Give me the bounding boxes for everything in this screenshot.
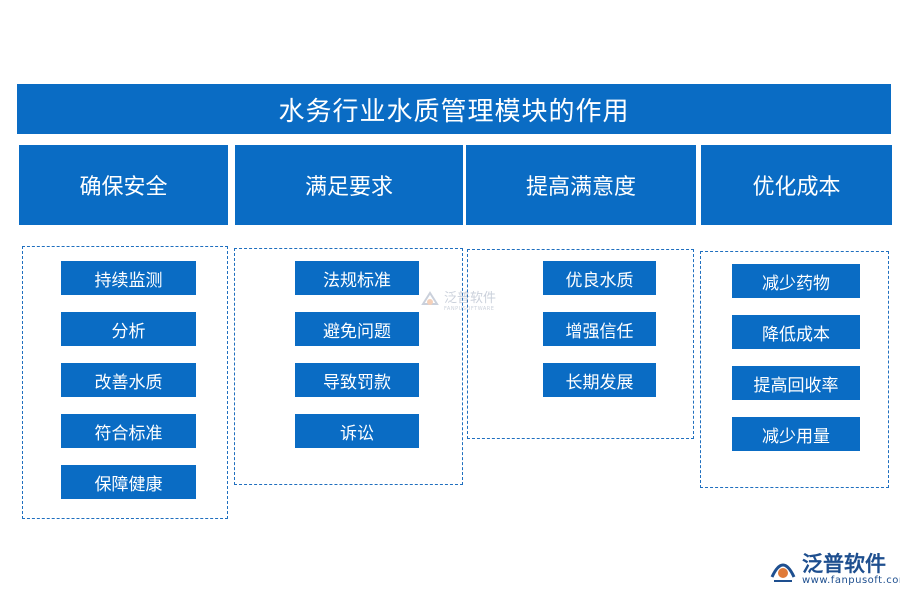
brand-logo-icon	[770, 563, 796, 582]
item-2-1: 法规标准	[295, 261, 419, 295]
item-1-4: 符合标准	[61, 414, 196, 448]
item-1-3: 改善水质	[61, 363, 196, 397]
watermark-sub: FANPUSOFTWARE	[444, 306, 495, 312]
item-4-3: 提高回收率	[732, 366, 860, 400]
watermark-brand: 泛普软件	[444, 291, 497, 306]
group-4	[700, 251, 889, 488]
item-3-2: 增强信任	[543, 312, 656, 346]
group-1	[22, 246, 228, 519]
item-2-2: 避免问题	[295, 312, 419, 346]
group-3	[467, 249, 694, 439]
item-4-4: 减少用量	[732, 417, 860, 451]
column-header-2: 满足要求	[235, 145, 463, 225]
column-header-1: 确保安全	[19, 145, 228, 225]
corner-watermark: 泛普软件 www.fanpusoft.com	[768, 553, 900, 586]
item-1-5: 保障健康	[61, 465, 196, 499]
item-1-1: 持续监测	[61, 261, 196, 295]
item-4-1: 减少药物	[732, 264, 860, 298]
item-1-2: 分析	[61, 312, 196, 346]
item-2-3: 导致罚款	[295, 363, 419, 397]
item-3-1: 优良水质	[543, 261, 656, 295]
diagram-title: 水务行业水质管理模块的作用	[17, 84, 891, 134]
item-4-2: 降低成本	[732, 315, 860, 349]
watermark-logo-icon	[421, 290, 439, 305]
column-header-3: 提高满意度	[466, 145, 696, 225]
item-3-3: 长期发展	[543, 363, 656, 397]
center-watermark: 泛普软件 FANPUSOFTWARE	[420, 287, 496, 312]
brand-url: www.fanpusoft.com	[802, 575, 900, 586]
group-2	[234, 248, 463, 485]
column-header-4: 优化成本	[701, 145, 892, 225]
brand-name: 泛普软件	[802, 552, 886, 576]
item-2-4: 诉讼	[295, 414, 419, 448]
